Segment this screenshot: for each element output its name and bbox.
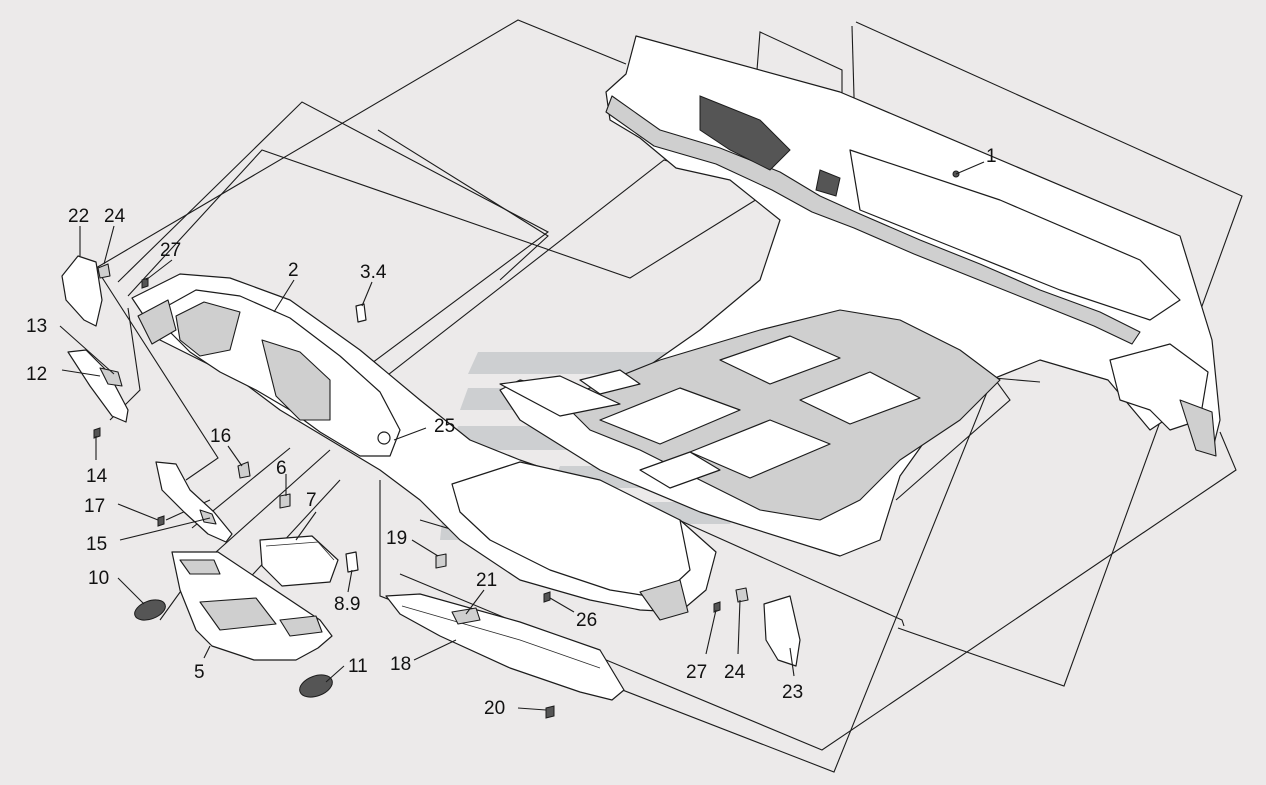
instrument-panel bbox=[131, 273, 717, 621]
callout-24-left: 24 bbox=[104, 206, 126, 227]
screw-27-left bbox=[141, 277, 149, 289]
callout-20: 20 bbox=[484, 698, 505, 719]
bracket-23 bbox=[763, 595, 801, 667]
storage-box-7 bbox=[259, 535, 339, 587]
callout-21: 21 bbox=[476, 570, 497, 591]
screw-3-4 bbox=[355, 303, 367, 323]
leader-lines bbox=[59, 161, 985, 711]
screw-14 bbox=[93, 427, 101, 439]
callout-3-4: 3.4 bbox=[360, 262, 387, 283]
callout-18: 18 bbox=[390, 654, 411, 675]
callout-12: 12 bbox=[26, 364, 47, 385]
screw-20 bbox=[545, 705, 555, 719]
callout-labels: 1 2 3.4 5 6 7 8.9 10 11 12 13 14 15 16 1… bbox=[26, 146, 997, 719]
knob-10 bbox=[134, 599, 166, 621]
callout-17: 17 bbox=[84, 496, 105, 517]
glovebox-lid-18 bbox=[385, 593, 625, 701]
clip-24-left bbox=[97, 263, 111, 279]
screw-17 bbox=[157, 515, 165, 527]
bracket-22 bbox=[61, 255, 103, 327]
callout-22: 22 bbox=[68, 206, 89, 227]
callout-6: 6 bbox=[276, 458, 287, 479]
latch-21 bbox=[451, 607, 481, 625]
clip-24-right bbox=[735, 587, 749, 603]
callout-2: 2 bbox=[288, 260, 299, 281]
callout-24-right: 24 bbox=[724, 662, 746, 683]
clip-6 bbox=[279, 493, 291, 509]
callout-8-9: 8.9 bbox=[334, 594, 360, 615]
screw-26 bbox=[543, 591, 551, 603]
callout-26: 26 bbox=[576, 610, 597, 631]
callout-23: 23 bbox=[782, 682, 803, 703]
callout-25: 25 bbox=[434, 416, 455, 437]
screw-27-right bbox=[713, 601, 721, 613]
callout-15: 15 bbox=[86, 534, 107, 555]
callout-11: 11 bbox=[348, 656, 368, 677]
callout-27-left: 27 bbox=[160, 240, 181, 261]
callout-5: 5 bbox=[194, 662, 205, 683]
callout-16: 16 bbox=[210, 426, 231, 447]
body-floor-assembly bbox=[499, 35, 1221, 557]
clip-19 bbox=[435, 553, 447, 569]
callout-13: 13 bbox=[26, 316, 47, 337]
side-trim-12 bbox=[67, 349, 129, 423]
callout-14: 14 bbox=[86, 466, 108, 487]
callout-27-right: 27 bbox=[686, 662, 707, 683]
fastener-8-9 bbox=[345, 551, 359, 573]
callout-19: 19 bbox=[386, 528, 407, 549]
callout-10: 10 bbox=[88, 568, 109, 589]
callout-7: 7 bbox=[306, 490, 317, 511]
clip-16 bbox=[237, 461, 251, 479]
knob-11 bbox=[299, 674, 333, 698]
small-components bbox=[61, 255, 801, 719]
callout-1: 1 bbox=[986, 146, 997, 167]
